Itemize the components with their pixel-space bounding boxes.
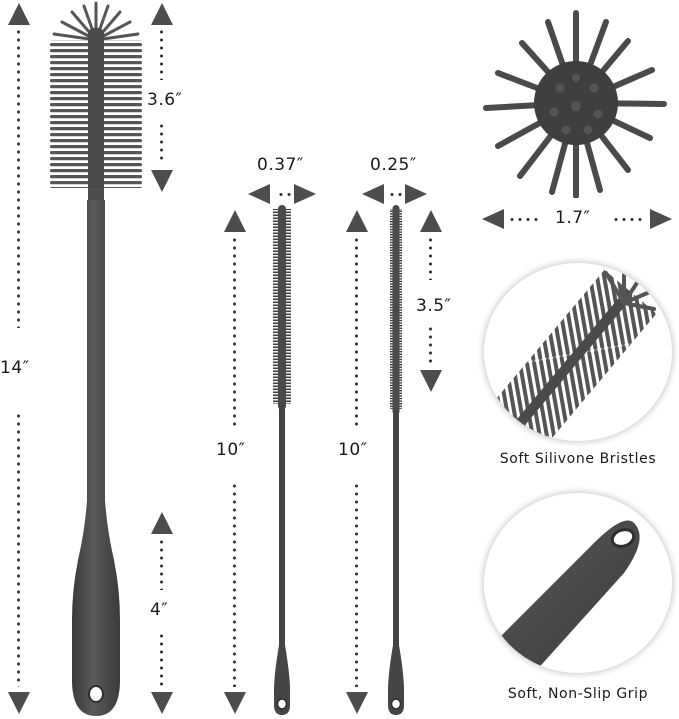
length-label: 10″: [338, 440, 368, 460]
arrow-down-icon: [8, 692, 30, 714]
arrow-left-icon: [248, 184, 270, 204]
brush-head-image: [48, 1, 144, 205]
feature-image-circle: [484, 263, 672, 441]
arrow-up-icon: [151, 3, 173, 25]
arrow-up-icon: [224, 210, 246, 232]
bristle-closeup-image: [484, 267, 657, 441]
dimension-line: [388, 193, 402, 196]
width-label: 0.37″: [257, 155, 304, 175]
arrow-down-icon: [151, 170, 173, 192]
dimension-line: [160, 122, 163, 164]
arrow-up-icon: [8, 3, 30, 25]
arrow-down-icon: [151, 692, 173, 714]
straw-brush-image: [273, 205, 291, 715]
diameter-label: 1.7″: [555, 208, 591, 228]
dimension-line: [429, 236, 432, 280]
dimension-line: [160, 28, 163, 80]
dimension-line: [277, 193, 291, 196]
straw-brush-image: [388, 205, 404, 715]
arrow-right-icon: [405, 184, 427, 204]
arrow-down-icon: [224, 692, 246, 714]
dimension-line: [160, 538, 163, 590]
dimension-line: [355, 482, 358, 687]
feature-caption: Soft, Non-Slip Grip: [507, 686, 649, 702]
width-label: 0.25″: [370, 155, 417, 175]
arrow-left-icon: [362, 184, 384, 204]
arrow-right-icon: [650, 209, 672, 229]
feature-image-circle: [484, 493, 672, 673]
dimension-line: [355, 236, 358, 426]
head-length-label: 3.6″: [147, 90, 183, 110]
arrow-down-icon: [346, 692, 368, 714]
feature-caption: Soft Silivone Bristles: [499, 451, 657, 467]
dimension-line: [160, 632, 163, 687]
arrow-left-icon: [482, 209, 504, 229]
arrow-up-icon: [346, 210, 368, 232]
handle-length-label: 4″: [150, 600, 169, 620]
dimension-line: [233, 236, 236, 426]
dimension-line: [429, 325, 432, 365]
dimension-line: [612, 218, 646, 221]
bristle-length-label: 3.5″: [416, 296, 452, 316]
grip-closeup-image: [484, 520, 640, 673]
length-label: 10″: [216, 440, 246, 460]
dimension-line: [233, 482, 236, 687]
brush-handle-image: [72, 200, 120, 716]
arrow-up-icon: [420, 210, 442, 232]
dimension-line: [508, 218, 542, 221]
arrow-right-icon: [294, 184, 316, 204]
dimension-line: [17, 412, 20, 687]
total-length-label: 14″: [0, 358, 30, 378]
arrow-up-icon: [151, 512, 173, 534]
dimension-line: [17, 28, 20, 328]
arrow-down-icon: [420, 370, 442, 392]
top-view-image: [483, 10, 667, 198]
